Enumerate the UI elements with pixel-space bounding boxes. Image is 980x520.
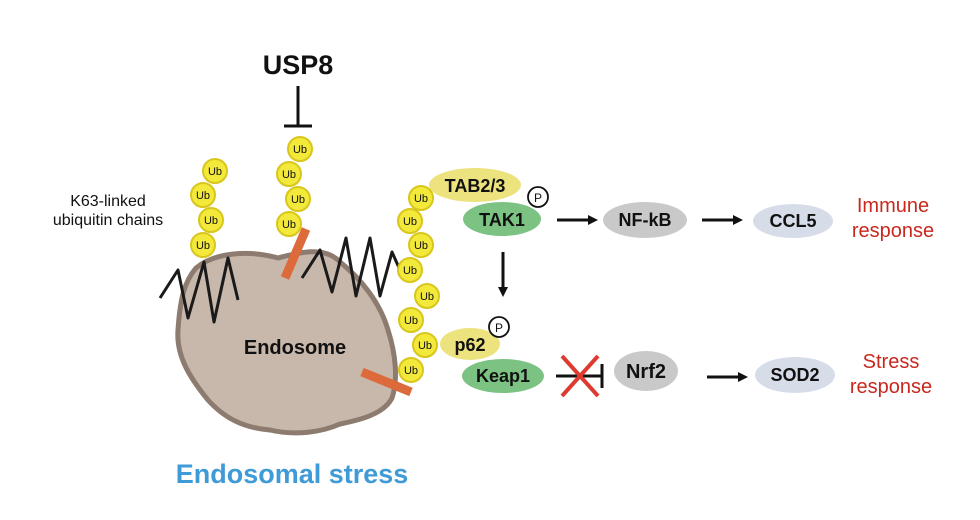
sod2-node (755, 357, 835, 393)
ub-bead: Ub (414, 283, 440, 309)
ub-bead: Ub (397, 208, 423, 234)
svg-text:Ub: Ub (403, 265, 417, 277)
membrane-coil-left (158, 256, 240, 324)
svg-text:Ub: Ub (196, 240, 210, 252)
ub-bead: Ub (287, 136, 313, 162)
ub-anchor-bottom (360, 367, 413, 397)
svg-text:Ub: Ub (403, 216, 417, 228)
phospho-label-p62: P (495, 321, 503, 335)
membrane-coil-right (300, 236, 402, 298)
ub-bead: Ub (198, 207, 224, 233)
keap1-node (462, 359, 544, 393)
ccl5-label: CCL5 (769, 211, 816, 231)
endosome-shape (175, 249, 398, 436)
ub-bead: Ub (408, 232, 434, 258)
ub-bead: Ub (190, 182, 216, 208)
ccl5-node (753, 204, 833, 238)
usp8-label: USP8 (263, 50, 334, 80)
svg-text:Ub: Ub (282, 169, 296, 181)
p62-label: p62 (454, 335, 485, 355)
tak1-label: TAK1 (479, 210, 525, 230)
tab23-label: TAB2/3 (445, 176, 506, 196)
svg-text:Ub: Ub (208, 166, 222, 178)
svg-text:Ub: Ub (293, 144, 307, 156)
immune-response-line2: response (852, 220, 934, 242)
svg-text:Ub: Ub (414, 240, 428, 252)
ub-anchor-top (280, 227, 311, 280)
nfkb-label: NF-kB (619, 210, 672, 230)
ub-bead: Ub (202, 158, 228, 184)
keap1-label: Keap1 (476, 366, 530, 386)
sod2-label: SOD2 (770, 365, 819, 385)
svg-text:Ub: Ub (204, 215, 218, 227)
stress-response-line2: response (850, 376, 932, 398)
ub-chain-top: Ub Ub Ub Ub (276, 136, 313, 237)
ub-bead: Ub (398, 357, 424, 383)
ub-bead: Ub (190, 232, 216, 258)
p62-node (440, 328, 500, 360)
ub-bead: Ub (397, 257, 423, 283)
tab23-node (429, 168, 521, 202)
svg-text:Ub: Ub (420, 291, 434, 303)
phospho-label-tak1: P (534, 191, 542, 205)
nrf2-node (614, 351, 678, 391)
svg-text:Ub: Ub (291, 194, 305, 206)
ub-bead: Ub (276, 161, 302, 187)
ub-chain-right-upper: Ub Ub Ub Ub (397, 185, 434, 283)
stress-response-line1: Stress (863, 351, 920, 373)
svg-text:Ub: Ub (404, 365, 418, 377)
ub-bead: Ub (412, 332, 438, 358)
svg-text:Ub: Ub (282, 219, 296, 231)
ub-bead: Ub (285, 186, 311, 212)
svg-text:Ub: Ub (418, 340, 432, 352)
ub-bead: Ub (276, 211, 302, 237)
ub-chain-right-lower: Ub Ub Ub Ub (398, 283, 440, 383)
k63-label-line2: ubiquitin chains (53, 212, 163, 229)
immune-response-line1: Immune (857, 195, 929, 217)
nrf2-label: Nrf2 (626, 361, 666, 383)
endosomal-stress-label: Endosomal stress (176, 459, 409, 489)
phospho-icon-tak1 (527, 186, 549, 208)
ub-chain-left: Ub Ub Ub Ub (190, 158, 228, 258)
svg-text:Ub: Ub (404, 315, 418, 327)
tak1-node (463, 202, 541, 236)
ub-bead: Ub (398, 307, 424, 333)
svg-text:Ub: Ub (196, 190, 210, 202)
phospho-icon-p62 (488, 316, 510, 338)
ub-bead: Ub (408, 185, 434, 211)
svg-text:Ub: Ub (414, 193, 428, 205)
nfkb-node (603, 202, 687, 238)
endosome-label: Endosome (244, 337, 346, 359)
blocked-cross-icon (560, 354, 600, 398)
k63-label-line1: K63-linked (70, 193, 146, 210)
